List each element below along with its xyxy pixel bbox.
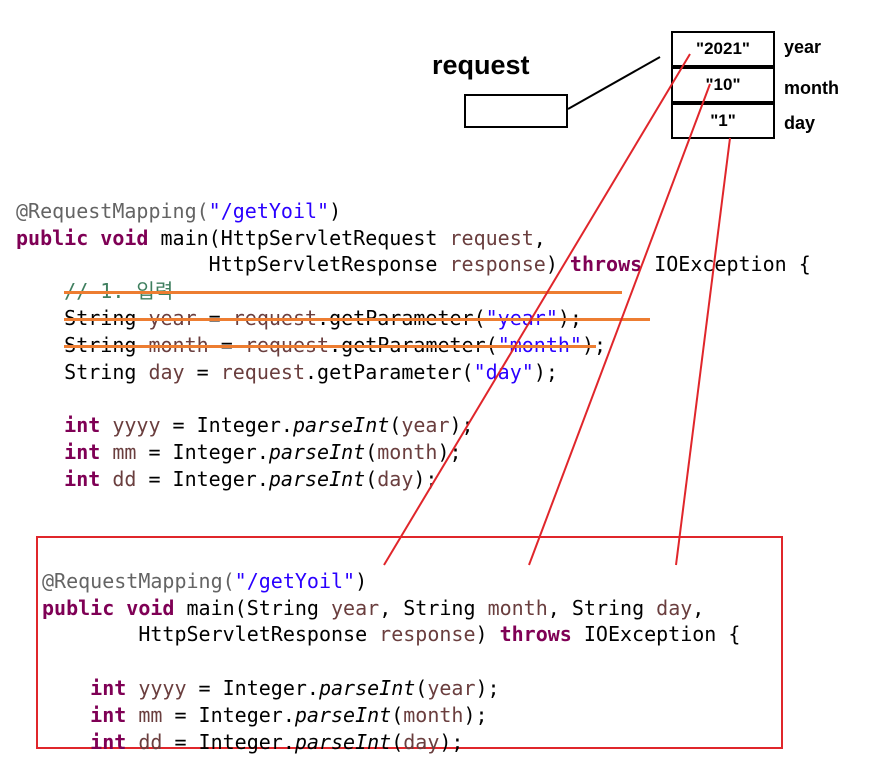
param-value-month: "10"	[671, 67, 775, 103]
mapping-path: "/getYoil"	[208, 198, 330, 223]
param-month: month	[487, 595, 548, 620]
request-object-box	[464, 94, 568, 128]
param-name-year: year	[784, 37, 822, 57]
connector-day	[675, 137, 731, 566]
after-code-block: @RequestMapping("/getYoil") public void …	[42, 568, 741, 754]
param-value-year: "2021"	[671, 31, 775, 67]
struck-line-day: String day = request.getParameter("day")…	[64, 359, 558, 384]
request-param: request	[449, 225, 534, 250]
param-year: year	[331, 595, 380, 620]
connector-year	[383, 53, 691, 566]
connector-request-to-params	[567, 56, 661, 110]
struck-line-year: String year = request.getParameter("year…	[64, 306, 582, 330]
struck-line-month: String month = request.getParameter("mon…	[64, 333, 606, 357]
annotation: @RequestMapping(	[16, 198, 209, 223]
strike-day	[64, 345, 596, 348]
param-name-day: day	[784, 113, 816, 133]
param-day: day	[656, 595, 693, 620]
strike-month	[64, 318, 650, 321]
refactored-code-box	[36, 536, 783, 749]
param-value-day: "1"	[671, 103, 775, 139]
before-code-block: @RequestMapping("/getYoil") public void …	[16, 198, 811, 491]
param-name-month: month	[784, 78, 839, 98]
strike-year	[64, 291, 622, 294]
request-object-label: request	[432, 50, 530, 80]
connector-month	[528, 83, 711, 566]
